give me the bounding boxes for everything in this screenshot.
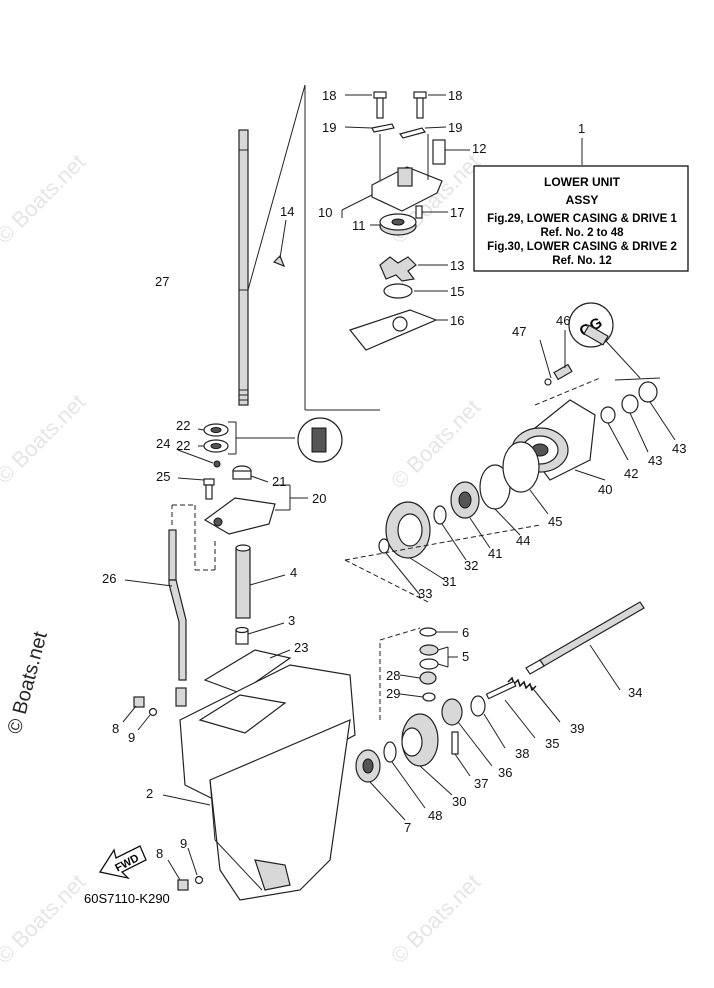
callout-24: 24 [156, 436, 170, 451]
callout-35: 35 [545, 736, 559, 751]
info-box-subtitle: ASSY [566, 193, 599, 207]
callout-46: 46 [556, 313, 570, 328]
callout-32: 32 [464, 558, 478, 573]
callout-25: 25 [156, 469, 170, 484]
callout-1: 1 [578, 121, 585, 136]
callout-18-left: 18 [322, 88, 336, 103]
callout-41: 41 [488, 546, 502, 561]
callout-23: 23 [294, 640, 308, 655]
figure-code: 60S7110-K290 [84, 891, 170, 906]
fwd-arrow-icon: FWD [98, 845, 147, 880]
callout-9-bottom: 9 [180, 836, 187, 851]
callout-8-bottom: 8 [156, 846, 163, 861]
callout-19-right: 19 [448, 120, 462, 135]
callout-30: 30 [452, 794, 466, 809]
watermark-5: © Boats.net [0, 869, 90, 968]
callout-39: 39 [570, 721, 584, 736]
info-box-title: LOWER UNIT [544, 175, 621, 189]
callout-45: 45 [548, 514, 562, 529]
callout-15: 15 [450, 284, 464, 299]
callout-43-mid: 43 [648, 453, 662, 468]
callout-47: 47 [512, 324, 526, 339]
callout-18-right: 18 [448, 88, 462, 103]
callout-33: 33 [418, 586, 432, 601]
woodruff-key [272, 254, 286, 268]
callout-40: 40 [598, 482, 612, 497]
callout-29: 29 [386, 686, 400, 701]
callout-labels: 18 18 19 19 12 10 11 17 13 15 16 14 27 2… [102, 88, 686, 861]
callout-22-bottom: 22 [176, 438, 190, 453]
callout-42: 42 [624, 466, 638, 481]
callout-5: 5 [462, 649, 469, 664]
callout-31: 31 [442, 574, 456, 589]
callout-20: 20 [312, 491, 326, 506]
info-box: 1 LOWER UNIT ASSY Fig.29, LOWER CASING &… [473, 121, 689, 272]
callout-36: 36 [498, 765, 512, 780]
info-box-line4: Ref. No. 12 [552, 255, 611, 267]
watermark-3: © Boats.net [0, 389, 90, 488]
callout-16: 16 [450, 313, 464, 328]
callout-43-right: 43 [672, 441, 686, 456]
fwd-label: FWD [113, 852, 141, 874]
watermark-2: © Boats.net [386, 394, 485, 493]
callout-14: 14 [280, 204, 294, 219]
reverse-gear [385, 501, 431, 559]
callout-44: 44 [516, 533, 530, 548]
callout-22-top: 22 [176, 418, 190, 433]
callout-11: 11 [352, 218, 366, 233]
drive-shaft [238, 129, 249, 406]
callout-7: 7 [404, 820, 411, 835]
callout-27: 27 [155, 274, 169, 289]
callout-17: 17 [450, 205, 464, 220]
callout-2: 2 [146, 786, 153, 801]
callout-12: 12 [472, 141, 486, 156]
callout-3: 3 [288, 613, 295, 628]
callout-38: 38 [515, 746, 529, 761]
callout-28: 28 [386, 668, 400, 683]
callout-37: 37 [474, 776, 488, 791]
callout-8-top: 8 [112, 721, 119, 736]
info-box-line1: Fig.29, LOWER CASING & DRIVE 1 [487, 213, 677, 225]
callout-10: 10 [318, 205, 332, 220]
info-box-line2: Ref. No. 2 to 48 [540, 227, 624, 239]
forward-gear [401, 713, 439, 767]
callout-19-left: 19 [322, 120, 336, 135]
callout-21: 21 [272, 474, 286, 489]
callout-6: 6 [462, 625, 469, 640]
watermark-side: © Boats.net [4, 629, 52, 736]
shift-rod [168, 529, 187, 707]
water-pump-parts [348, 91, 446, 351]
info-box-line3: Fig.30, LOWER CASING & DRIVE 2 [487, 241, 677, 253]
propeller-shaft [525, 601, 645, 675]
watermark-1: © Boats.net [0, 149, 90, 248]
lower-casing [179, 664, 356, 901]
callout-26: 26 [102, 571, 116, 586]
callout-9-top: 9 [128, 730, 135, 745]
callout-48: 48 [428, 808, 442, 823]
callout-4: 4 [290, 565, 297, 580]
watermark-6: © Boats.net [386, 869, 485, 968]
callout-34: 34 [628, 685, 642, 700]
callout-13: 13 [450, 258, 464, 273]
